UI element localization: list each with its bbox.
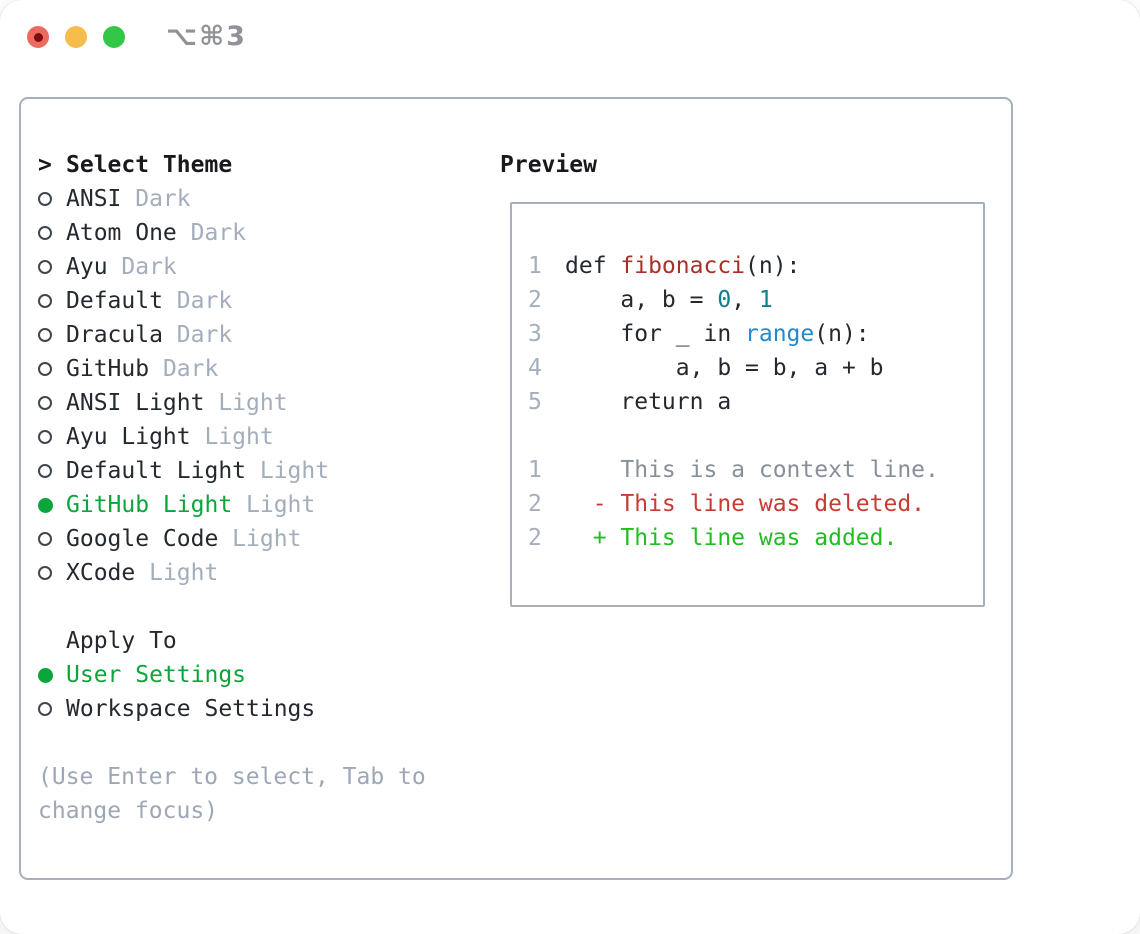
option-label: ANSI — [66, 186, 122, 212]
option-label: Default Light — [66, 458, 247, 484]
radio-circle-icon — [38, 226, 52, 240]
option-label: Google Code — [66, 526, 219, 552]
theme-option[interactable]: XCode Light — [38, 556, 468, 590]
apply-to-option[interactable]: User Settings — [38, 658, 468, 692]
theme-option[interactable]: Ayu Light Light — [38, 420, 468, 454]
option-label: GitHub Light — [66, 492, 233, 518]
theme-option[interactable]: Google Code Light — [38, 522, 468, 556]
option-variant-label: Dark — [107, 254, 177, 280]
window-title: ⌥⌘3 — [166, 21, 247, 52]
theme-option[interactable]: GitHub Light Light — [38, 488, 468, 522]
code-content: for _ in range(n): — [565, 321, 870, 347]
radio-circle-icon — [38, 532, 52, 546]
theme-option[interactable]: Ayu Dark — [38, 250, 468, 284]
code-content: a, b = b, a + b — [565, 355, 884, 381]
radio-circle-icon — [38, 362, 52, 376]
theme-option[interactable]: Default Light Light — [38, 454, 468, 488]
option-label: ANSI Light — [66, 390, 205, 416]
radio-circle-icon — [38, 328, 52, 342]
radio-circle-icon — [38, 396, 52, 410]
code-line: 5 return a — [528, 385, 983, 419]
radio-circle-icon — [38, 566, 52, 580]
theme-option[interactable]: Atom One Dark — [38, 216, 468, 250]
keyboard-hint: (Use Enter to select, Tab to change focu… — [38, 764, 426, 824]
option-variant-label: Light — [232, 492, 316, 518]
code-line: 1 def fibonacci(n): — [528, 249, 983, 283]
close-dot-icon — [33, 32, 43, 42]
code-line: 2 - This line was deleted. — [528, 487, 983, 521]
theme-option[interactable]: Default Dark — [38, 284, 468, 318]
radio-circle-icon — [38, 294, 52, 308]
line-number: 2 — [528, 491, 542, 517]
focus-prompt-icon: > — [38, 152, 52, 178]
theme-option[interactable]: ANSI Light Light — [38, 386, 468, 420]
code-line: 2 + This line was added. — [528, 521, 983, 555]
radio-selected-icon — [38, 497, 53, 513]
code-content: def fibonacci(n): — [565, 253, 801, 279]
code-content: return a — [565, 389, 732, 415]
theme-option[interactable]: Dracula Dark — [38, 318, 468, 352]
option-variant-label: Light — [246, 458, 330, 484]
select-theme-header: > Select Theme — [38, 148, 468, 182]
code-line — [528, 419, 983, 453]
code-line: 1 This is a context line. — [528, 453, 983, 487]
option-variant-label: Light — [218, 526, 302, 552]
option-label: User Settings — [66, 662, 247, 688]
code-line: 4 a, b = b, a + b — [528, 351, 983, 385]
radio-circle-icon — [38, 702, 52, 716]
code-content: This is a context line. — [565, 457, 939, 483]
option-label: Default — [66, 288, 163, 314]
option-variant-label: Dark — [162, 288, 233, 314]
option-variant-label: Dark — [121, 186, 191, 212]
line-number: 2 — [528, 525, 542, 551]
option-label: Dracula — [66, 322, 163, 348]
option-variant-label: Dark — [162, 322, 233, 348]
line-number: 5 — [528, 389, 542, 415]
preview-title: Preview — [500, 152, 597, 178]
radio-circle-icon — [38, 464, 52, 478]
minimize-button[interactable] — [65, 26, 87, 48]
radio-circle-icon — [38, 430, 52, 444]
line-number: 2 — [528, 287, 542, 313]
option-variant-label: Dark — [149, 356, 219, 382]
line-number: 1 — [528, 253, 542, 279]
line-number: 1 — [528, 457, 542, 483]
apply-to-title: Apply To — [66, 628, 177, 654]
code-content: - This line was deleted. — [565, 491, 926, 517]
radio-circle-icon — [38, 260, 52, 274]
option-label: Atom One — [66, 220, 177, 246]
spacer — [38, 726, 468, 760]
radio-circle-icon — [38, 192, 52, 206]
option-label: XCode — [66, 560, 136, 586]
close-button[interactable] — [27, 26, 49, 48]
option-label: Workspace Settings — [66, 696, 316, 722]
code-line: 3 for _ in range(n): — [528, 317, 983, 351]
option-variant-label: Light — [190, 424, 274, 450]
apply-to-option[interactable]: Workspace Settings — [38, 692, 468, 726]
code-content: + This line was added. — [565, 525, 898, 551]
option-label: Ayu — [66, 254, 108, 280]
apply-to-header: Apply To — [38, 624, 468, 658]
line-number: 4 — [528, 355, 542, 381]
spacer — [38, 590, 468, 624]
option-variant-label: Light — [135, 560, 219, 586]
code-line: 2 a, b = 0, 1 — [528, 283, 983, 317]
theme-option[interactable]: ANSI Dark — [38, 182, 468, 216]
theme-option[interactable]: GitHub Dark — [38, 352, 468, 386]
option-variant-label: Light — [204, 390, 288, 416]
code-content: a, b = 0, 1 — [565, 287, 773, 313]
option-label: GitHub — [66, 356, 150, 382]
line-number: 3 — [528, 321, 542, 347]
radio-selected-icon — [38, 667, 53, 683]
option-variant-label: Dark — [176, 220, 247, 246]
zoom-button[interactable] — [103, 26, 125, 48]
select-theme-title: Select Theme — [66, 152, 233, 178]
option-label: Ayu Light — [66, 424, 191, 450]
